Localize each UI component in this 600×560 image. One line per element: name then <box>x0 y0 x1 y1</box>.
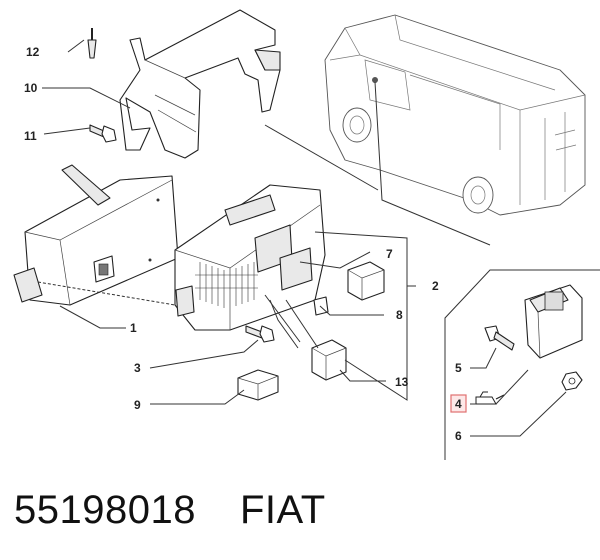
part-11-bolt <box>89 124 117 143</box>
brand-name: FIAT <box>239 488 326 532</box>
caption: 55198018 FIAT <box>14 488 326 548</box>
part-6-nut <box>561 371 583 391</box>
callout-2: 2 <box>432 279 439 293</box>
part-12-pin <box>87 28 97 59</box>
callout-13: 13 <box>395 375 409 389</box>
callout-10: 10 <box>24 81 38 95</box>
oil-can-icon <box>475 391 505 405</box>
part-10-bracket <box>119 9 281 159</box>
callout-5: 5 <box>455 361 462 375</box>
callout-7: 7 <box>386 247 393 261</box>
part-5-screw <box>484 325 515 351</box>
callout-4: 4 <box>455 397 462 411</box>
callout-6: 6 <box>455 429 462 443</box>
part-2-fusebox <box>174 184 326 331</box>
callout-4-highlight <box>450 394 467 413</box>
part-8-fuse <box>313 296 329 316</box>
part-7-relay <box>347 261 385 301</box>
parts-diagram: 12 10 11 1 2 7 8 13 3 9 5 4 6 <box>13 9 600 460</box>
part-4-module <box>524 284 583 359</box>
van-illustration <box>324 14 586 216</box>
part-1-module <box>13 164 179 306</box>
callout-9: 9 <box>134 398 141 412</box>
part-number: 55198018 <box>14 488 196 532</box>
callout-8: 8 <box>396 308 403 322</box>
part-13-relay <box>311 339 347 381</box>
part-9-relay <box>237 369 279 401</box>
callout-12: 12 <box>26 45 40 59</box>
callout-3: 3 <box>134 361 141 375</box>
part-3-screw <box>245 325 275 343</box>
callout-11: 11 <box>24 129 37 143</box>
callout-1: 1 <box>130 321 137 335</box>
